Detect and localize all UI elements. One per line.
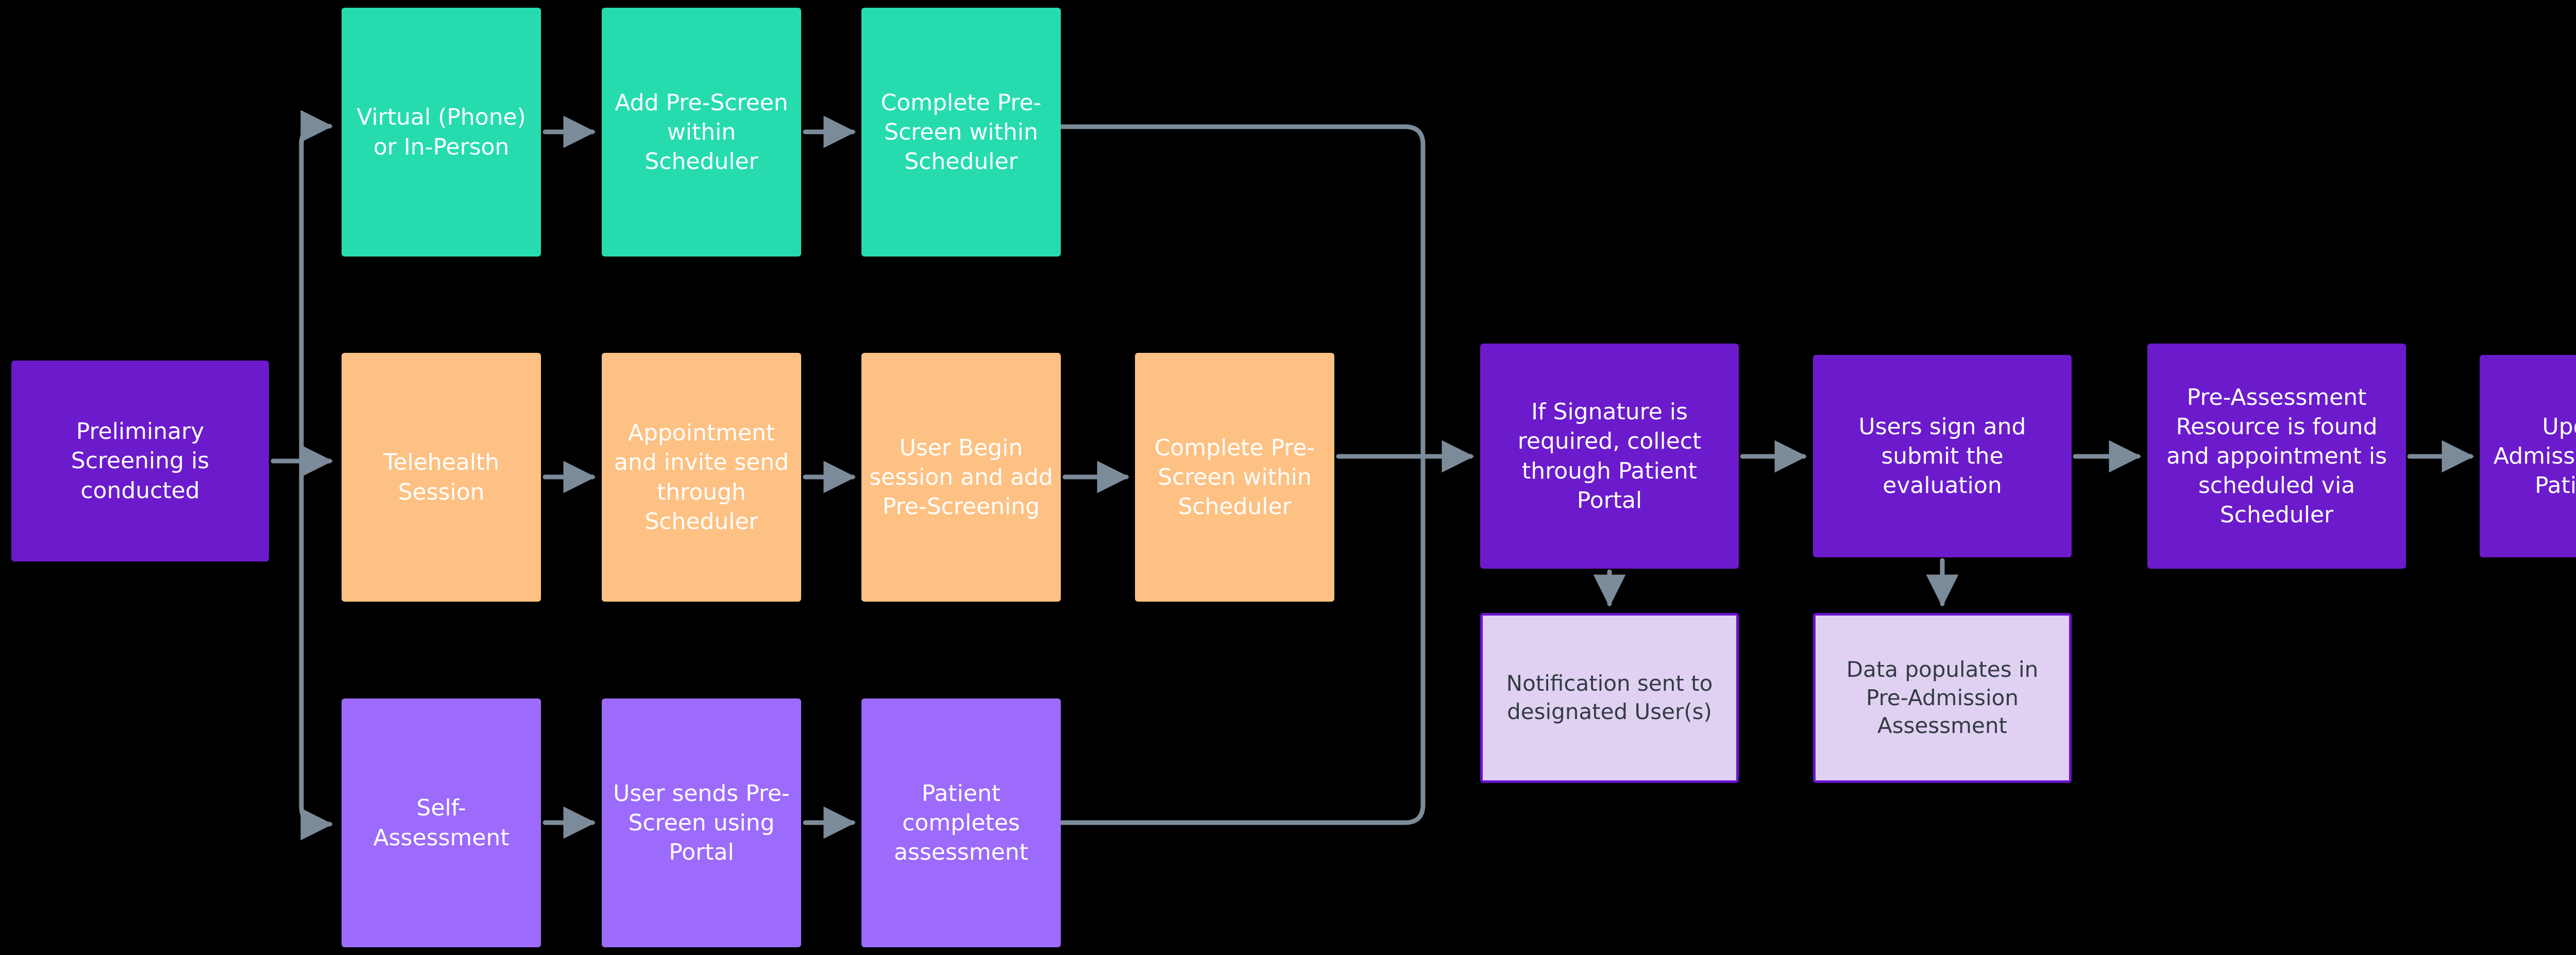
node-complete-pre-screen-scheduler-orange[interactable]: Complete Pre-Screen within Scheduler [1135, 353, 1334, 602]
node-user-sends-pre-screen-portal[interactable]: User sends Pre-Screen using Portal [602, 698, 801, 947]
node-telehealth-session[interactable]: Telehealth Session [342, 353, 541, 602]
node-virtual-phone-in-person[interactable]: Virtual (Phone) or In-Person [342, 8, 541, 257]
node-appointment-invite-scheduler[interactable]: Appointment and invite send through Sche… [602, 353, 801, 602]
node-preliminary-screening[interactable]: Preliminary Screening is conducted [11, 361, 269, 561]
node-add-pre-screen-scheduler[interactable]: Add Pre-Screen within Scheduler [602, 8, 801, 257]
node-notification-sent-designated-users[interactable]: Notification sent to designated User(s) [1480, 613, 1739, 783]
node-users-sign-submit-evaluation[interactable]: Users sign and submit the evaluation [1813, 355, 2072, 557]
node-pre-assessment-resource-found[interactable]: Pre-Assessment Resource is found and app… [2147, 344, 2406, 569]
node-patient-completes-assessment[interactable]: Patient completes assessment [861, 698, 1061, 947]
node-self-assessment[interactable]: Self-Assessment [342, 698, 541, 947]
edge-branch-spine [299, 110, 333, 464]
edge-branch-spine-down [299, 458, 333, 841]
node-data-populates-pre-admission[interactable]: Data populates in Pre-Admission Assessme… [1813, 613, 2072, 783]
node-if-signature-required[interactable]: If Signature is required, collect throug… [1480, 344, 1739, 569]
node-user-begin-session-pre-screening[interactable]: User Begin session and add Pre-Screening [861, 353, 1061, 602]
node-update-pre-admission-status[interactable]: Update Pre-Admission Status on Patient C… [2480, 355, 2576, 557]
node-complete-pre-screen-scheduler-green[interactable]: Complete Pre-Screen within Scheduler [861, 8, 1061, 257]
